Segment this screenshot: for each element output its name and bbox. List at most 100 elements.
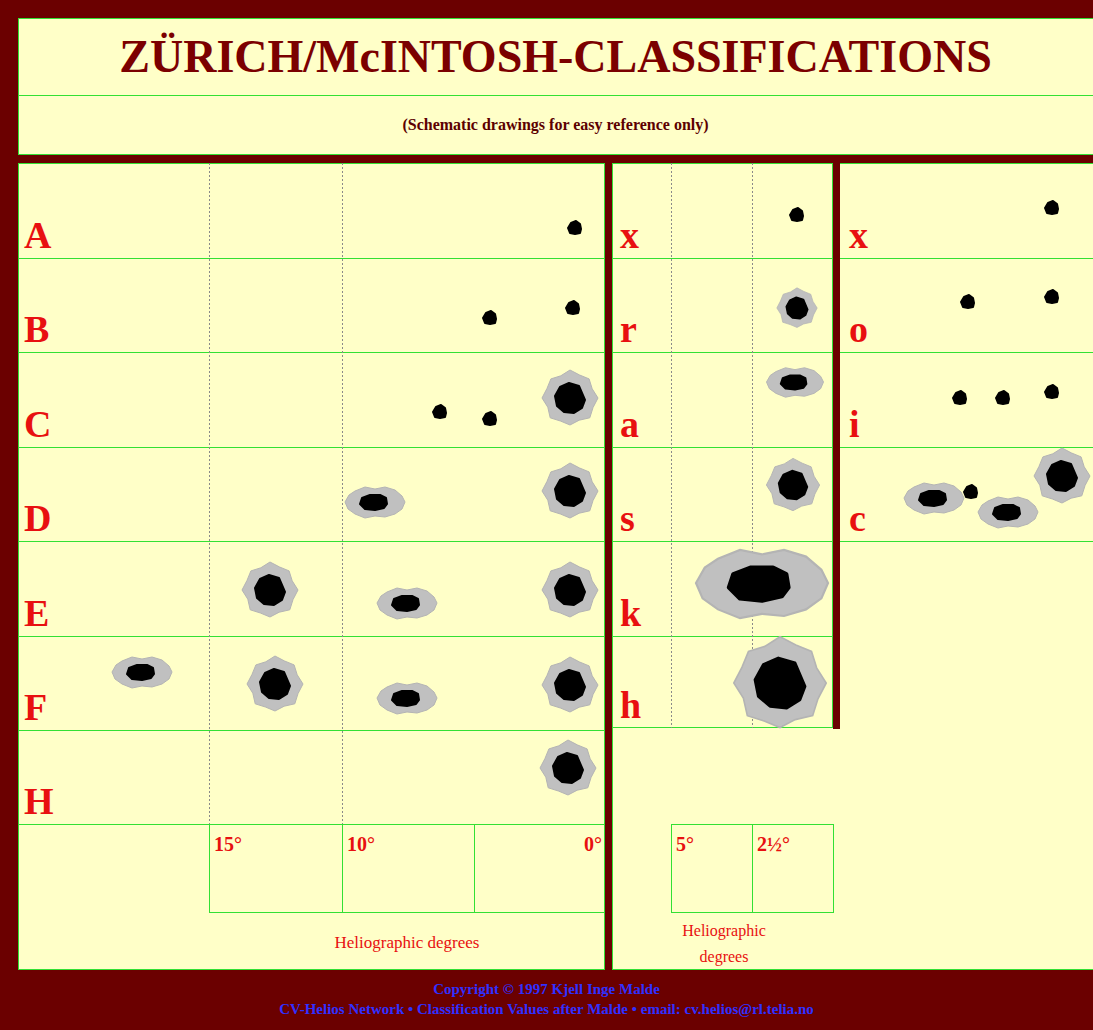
row-rules [18, 259, 1093, 825]
sunspot [734, 637, 826, 728]
row-rule [18, 636, 605, 637]
degree-guide [342, 163, 343, 824]
zurich-class-letter: B [24, 310, 49, 348]
title-panel [18, 18, 1093, 155]
row-rule [18, 447, 605, 448]
zurich-panel-border [19, 164, 605, 970]
sunspot [777, 288, 817, 328]
sunspot [345, 487, 405, 518]
sunspot [566, 301, 579, 314]
sunspot [996, 391, 1009, 404]
sunspot [1045, 201, 1058, 214]
row-rule [18, 352, 605, 353]
sunspot [790, 208, 803, 221]
sunspot [542, 463, 598, 518]
distribution-class-letter: c [849, 499, 866, 537]
penumbra-box-border [613, 164, 833, 728]
sunspot [978, 497, 1038, 528]
scale-boxes [210, 825, 834, 913]
sunspot [904, 483, 964, 514]
degree-mark: 5° [676, 832, 694, 856]
sunspot [696, 550, 828, 618]
row-rule [612, 447, 833, 448]
axis-label: Heliographic degrees [209, 932, 605, 954]
zurich-class-letter: A [24, 216, 51, 254]
sunspot [542, 657, 598, 712]
sunspot [767, 368, 824, 397]
degree-mark: 15° [214, 832, 242, 856]
sunspot [961, 295, 974, 308]
distribution-class-letter: i [849, 405, 860, 443]
sunspot [1045, 385, 1058, 398]
zurich-panel [18, 163, 605, 970]
sunspot [542, 370, 598, 425]
zurich-class-letter: H [24, 782, 54, 820]
sunspot [1045, 290, 1058, 303]
mcintosh-panel [612, 163, 1093, 970]
axis-label: Heliographic degrees [664, 918, 784, 970]
distribution-class-letter: x [849, 216, 868, 254]
row-rule [18, 730, 605, 731]
sunspot-drawings [112, 201, 1090, 795]
title-rule [18, 95, 1093, 96]
row-rule [612, 258, 833, 259]
subtitle: (Schematic drawings for easy reference o… [18, 115, 1093, 135]
distribution-class-letter: o [849, 310, 868, 348]
scale-box [210, 825, 343, 913]
degree-guide [752, 163, 753, 728]
title-panel-border [19, 19, 1093, 155]
degree-mark: 10° [347, 832, 375, 856]
penumbra-class-letter: h [620, 686, 641, 724]
sunspot [540, 740, 596, 795]
degree-guide [671, 163, 672, 728]
degree-guide [209, 163, 210, 824]
degree-mark: 0° [480, 832, 602, 856]
zurich-class-letter: F [24, 688, 47, 726]
sunspot [964, 485, 977, 498]
sunspot [433, 405, 446, 418]
penumbra-class-letter: x [620, 216, 639, 254]
sunspot [568, 221, 581, 234]
sunspot [542, 562, 598, 617]
mcintosh-panel-border [613, 164, 1093, 970]
degree-mark: 2½° [757, 832, 790, 856]
sunspot [377, 683, 437, 714]
sunspot [1034, 448, 1090, 503]
row-rule [18, 258, 605, 259]
row-rule [840, 447, 1093, 448]
sunspot [953, 391, 966, 404]
degree-guides [210, 163, 753, 824]
row-rule [612, 541, 833, 542]
row-rule [840, 352, 1093, 353]
copyright-note: Copyright © 1997 Kjell Inge Malde [0, 980, 1093, 998]
credit-note: CV-Helios Network • Classification Value… [0, 1000, 1093, 1018]
scale-box [753, 825, 834, 913]
penumbra-class-letter: r [620, 310, 637, 348]
sunspot [242, 562, 298, 617]
sunspot [112, 657, 172, 688]
sunspot [766, 458, 819, 510]
panel-divider [833, 163, 840, 729]
scale-box [343, 825, 475, 913]
scale-box [672, 825, 753, 913]
row-rule [612, 352, 833, 353]
chart-title: ZÜRICH/McINTOSH-CLASSIFICATIONS [18, 32, 1093, 82]
sunspot [247, 656, 303, 711]
scale-box [475, 825, 605, 913]
sunspot [483, 311, 496, 324]
column-divider [605, 155, 612, 972]
sunspot [377, 588, 437, 619]
row-rule [612, 636, 833, 637]
zurich-class-letter: D [24, 499, 51, 537]
zurich-class-letter: C [24, 405, 51, 443]
penumbra-class-letter: k [620, 594, 641, 632]
row-rule [840, 258, 1093, 259]
row-rule [18, 541, 605, 542]
penumbra-class-letter: s [620, 499, 635, 537]
penumbra-class-letter: a [620, 405, 639, 443]
sunspot [483, 412, 496, 425]
